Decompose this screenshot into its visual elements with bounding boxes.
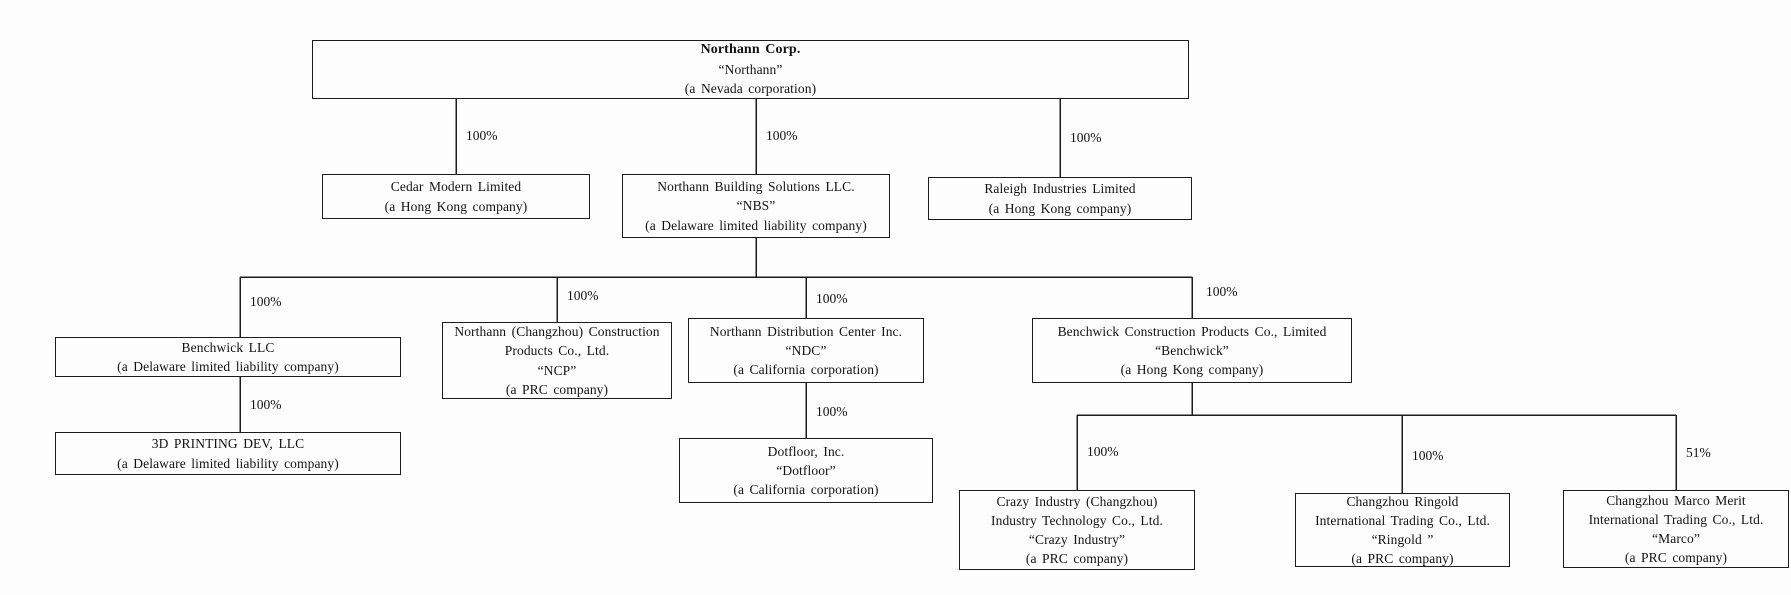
ownership-label: 100% (250, 397, 282, 412)
ownership-label: 100% (766, 128, 798, 143)
org-node-printing-3d: 3D PRINTING DEV, LLC (a Delaware limited … (55, 432, 401, 475)
org-node-line: Northann Corp. (700, 42, 801, 58)
org-node-line: (a Delaware limited liability company) (117, 455, 339, 471)
org-node-dotfloor: Dotfloor, Inc. “Dotfloor” (a California co… (679, 438, 933, 503)
ownership-label: 100% (466, 128, 498, 143)
org-node-line: Products Co., Ltd. (504, 343, 610, 359)
org-node-line: Cedar Modern Limited (390, 179, 522, 195)
org-node-line: (a PRC company) (1351, 551, 1454, 567)
org-node-line: (a California corporation) (733, 482, 879, 498)
org-node-line: (a Nevada corporation) (684, 81, 817, 97)
org-node-benchwick-llc: Benchwick LLC (a Delaware limited liabili… (55, 337, 401, 377)
org-node-line: Benchwick LLC (181, 339, 275, 355)
org-node-raleigh: Raleigh Industries Limited (a Hong Kong c… (928, 177, 1192, 220)
org-node-crazy-industry: Crazy Industry (Changzhou) Industry Techn… (959, 490, 1195, 570)
ownership-label: 51% (1686, 445, 1711, 460)
org-node-line: Northann Distribution Center Inc. (709, 323, 903, 339)
ownership-label: 100% (250, 294, 282, 309)
org-node-cedar: Cedar Modern Limited (a Hong Kong company… (322, 174, 590, 219)
org-node-line: Northann Building Solutions LLC. (657, 179, 855, 195)
org-node-line: (a Delaware limited liability company) (117, 359, 339, 374)
org-node-line: Changzhou Ringold (1346, 493, 1459, 509)
org-node-line: International Trading Co., Ltd. (1315, 512, 1490, 528)
org-node-line: Raleigh Industries Limited (984, 181, 1136, 197)
org-node-line: Changzhou Marco Merit (1606, 492, 1746, 508)
org-node-benchwick-construction: Benchwick Construction Products Co., Lim… (1032, 318, 1352, 383)
org-node-line: “Northann” (718, 62, 783, 78)
org-node-line: Benchwick Construction Products Co., Lim… (1057, 323, 1327, 339)
org-node-line: (a Hong Kong company) (384, 198, 528, 214)
org-node-line: (a Delaware limited liability company) (645, 217, 867, 233)
ownership-label: 100% (567, 288, 599, 303)
org-node-line: Northann (Changzhou) Construction (454, 324, 660, 340)
org-node-line: “Benchwick” (1155, 342, 1229, 358)
ownership-label: 100% (816, 404, 848, 419)
ownership-label: 100% (816, 291, 848, 306)
org-node-line: “NCP” (537, 362, 577, 378)
org-node-line: (a California corporation) (733, 362, 879, 378)
org-node-line: International Trading Co., Ltd. (1588, 511, 1764, 527)
org-node-line: “NDC” (785, 342, 827, 358)
org-node-line: Crazy Industry (Changzhou) (996, 493, 1158, 509)
org-node-nbs: Northann Building Solutions LLC. “NBS” (a … (622, 174, 890, 238)
org-node-line: (a PRC company) (505, 381, 609, 397)
org-node-line: “Crazy Industry” (1028, 532, 1126, 547)
org-node-line: Industry Technology Co., Ltd. (991, 512, 1163, 528)
org-node-line: (a Hong Kong company) (988, 200, 1132, 216)
ownership-label: 100% (1412, 448, 1444, 463)
org-node-line: “Marco” (1652, 531, 1700, 546)
org-node-line: “Dotfloor” (776, 462, 836, 478)
ownership-label: 100% (1070, 130, 1102, 145)
ownership-label: 100% (1087, 444, 1119, 459)
org-node-line: (a PRC company) (1025, 551, 1129, 567)
org-node-line: “Ringold ” (1371, 532, 1434, 547)
org-node-line: Dotfloor, Inc. (767, 443, 845, 459)
ownership-label: 100% (1206, 284, 1238, 299)
org-node-line: “NBS” (736, 198, 776, 214)
org-node-northann: Northann Corp. “Northann” (a Nevada corpor… (312, 40, 1189, 99)
org-node-ndc: Northann Distribution Center Inc. “NDC” (a… (688, 318, 924, 383)
org-node-line: 3D PRINTING DEV, LLC (151, 436, 305, 452)
org-node-line: (a Hong Kong company) (1120, 362, 1264, 378)
org-node-line: (a PRC company) (1624, 550, 1728, 566)
